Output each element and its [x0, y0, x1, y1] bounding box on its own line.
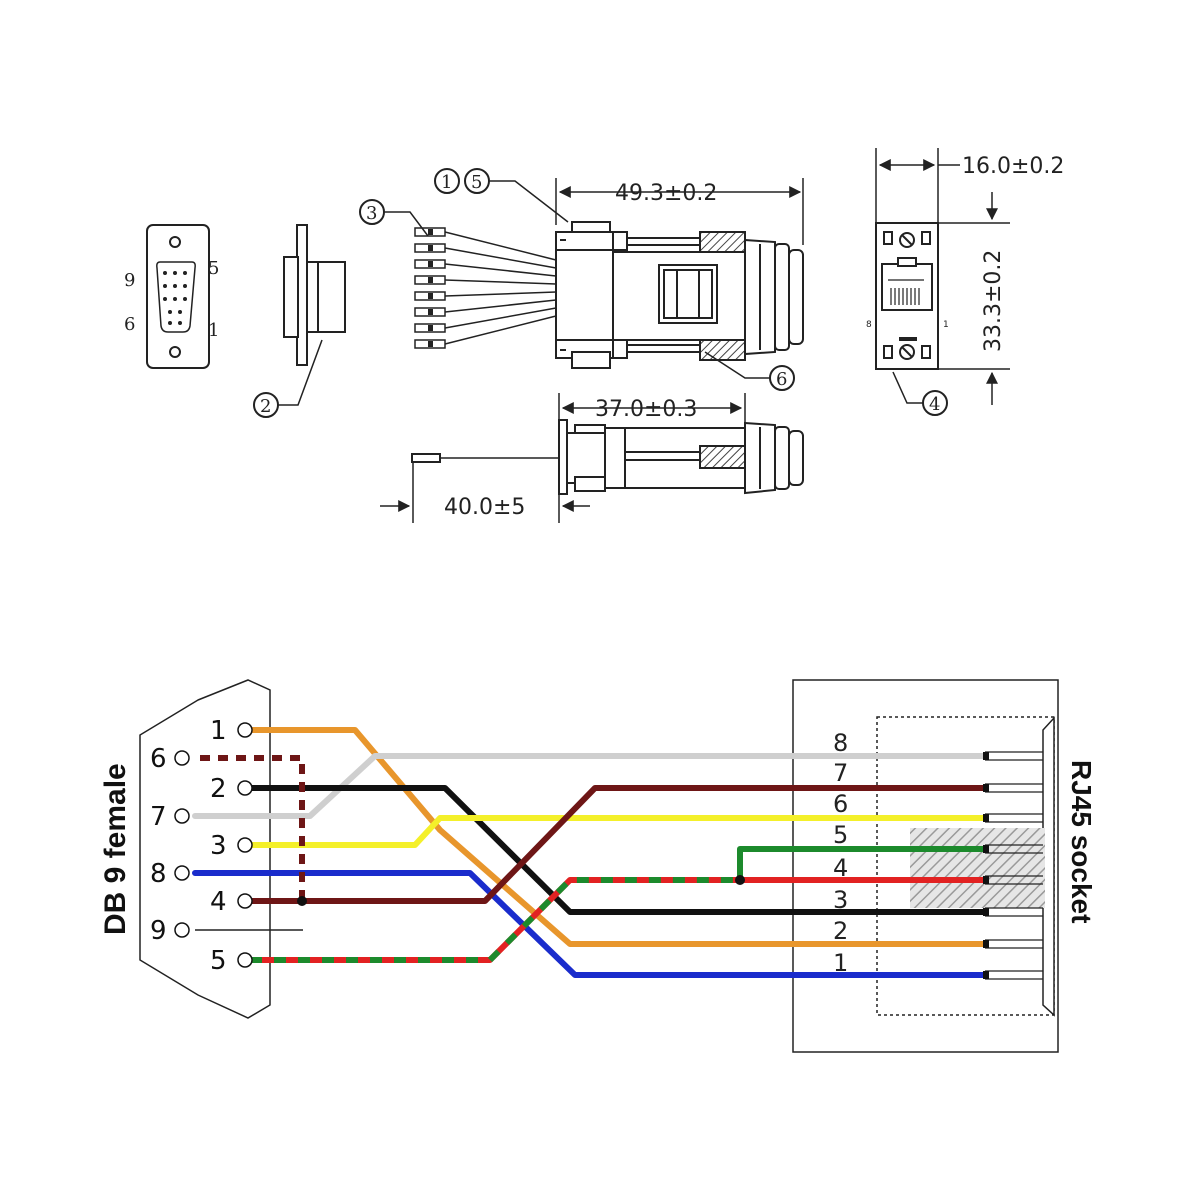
rj45-contact-tip — [983, 752, 989, 760]
adapter-leads — [414, 227, 557, 349]
rj45-pin-label: 2 — [833, 917, 848, 945]
rj45-contact-tip — [983, 908, 989, 916]
wire-pin5-red — [247, 877, 988, 963]
db9-pin-circle — [174, 865, 190, 881]
callout-2: 2 — [260, 396, 271, 417]
db9-pin-label: 3 — [210, 831, 227, 861]
rj45-pin-label: 6 — [833, 790, 848, 818]
db9-pin-circle — [237, 722, 253, 738]
dimension-width-socket: 16.0±0.2 — [962, 154, 1064, 179]
callout-6: 6 — [776, 369, 787, 390]
adapter-side-view — [411, 419, 804, 495]
mechanical-drawing: 9 6 5 1 — [124, 148, 1064, 523]
db9-pin-label: 2 — [210, 774, 227, 804]
db9-pin-circle — [237, 837, 253, 853]
db9-face-label-9: 9 — [124, 270, 135, 291]
db9-face-label-1: 1 — [208, 320, 219, 341]
db9-pin-label: 1 — [210, 716, 227, 746]
wire-pin5-green-stripe — [250, 877, 740, 963]
rj45-contact-tip — [983, 940, 989, 948]
dimension-height-socket: 33.3±0.2 — [981, 250, 1006, 352]
db9-connector-outline — [139, 679, 271, 1019]
db9-pin-label: 8 — [150, 859, 167, 889]
db9-pin-label: 5 — [210, 946, 227, 976]
db9-pin-label: 7 — [150, 802, 167, 832]
db9-pin-circle — [174, 808, 190, 824]
rj45-contact-tip — [983, 814, 989, 822]
rj45-pin-labels: 87 6 5 4 3 2 1 — [833, 729, 848, 977]
rj45-face-view — [875, 222, 939, 370]
wires — [192, 727, 988, 978]
rj45-contact-tip — [983, 971, 989, 979]
rj45-contact-tip — [983, 784, 989, 792]
adapter-top-view — [414, 221, 804, 369]
db9-side-view — [283, 224, 346, 366]
wire-pin3-yellow — [247, 815, 988, 848]
db9-pin-circle — [237, 952, 253, 968]
rj45-contact-tip — [983, 876, 989, 884]
rj45-pin-label: 7 — [833, 759, 848, 787]
callout-1: 1 — [441, 172, 452, 193]
rj45-pin-label: 5 — [833, 821, 848, 849]
db9-face-view — [146, 224, 210, 369]
db9-pin-label: 9 — [150, 916, 167, 946]
callout-3: 3 — [366, 203, 377, 224]
wire-pin2-black — [247, 785, 988, 915]
db9-face-label-5: 5 — [208, 258, 219, 279]
rj45-face-label-8: 8 — [866, 320, 872, 330]
db9-face-label-6: 6 — [124, 314, 135, 335]
db9-pin-circle — [237, 893, 253, 909]
rj45-pin-ends — [983, 751, 1043, 980]
dimension-length-shell: 37.0±0.3 — [595, 397, 697, 422]
rj45-socket-outline — [792, 679, 1059, 1053]
rj45-label: RJ45 socket — [1066, 760, 1097, 923]
rj45-contact-tip — [983, 845, 989, 853]
callout-5: 5 — [471, 172, 482, 193]
db9-pin-label: 6 — [150, 744, 167, 774]
wire-pin1-orange — [247, 727, 988, 947]
db9-pin-circle — [174, 750, 190, 766]
junction-dot — [297, 896, 307, 906]
db9-pins: 1 6 2 7 3 8 4 9 5 — [150, 716, 253, 976]
rj45-pin-label: 4 — [833, 854, 848, 882]
callout-4: 4 — [929, 394, 940, 415]
wire-rj5-green — [737, 846, 988, 883]
db9-label: DB 9 female — [99, 763, 132, 935]
db9-pin-label: 4 — [210, 887, 227, 917]
db9-pin-circle — [174, 922, 190, 938]
rj45-face-label-1: 1 — [943, 320, 949, 330]
rj45-pin-label: 8 — [833, 729, 848, 757]
dimension-lead-length: 40.0±5 — [444, 495, 525, 520]
dimension-length-body: 49.3±0.2 — [615, 181, 717, 206]
wire-pin4-brown — [247, 785, 988, 904]
rj45-pin-label: 1 — [833, 949, 848, 977]
rj45-pin-label: 3 — [833, 886, 848, 914]
db9-face-pins — [163, 271, 187, 325]
db9-pin-circle — [237, 780, 253, 796]
junction-dot — [735, 875, 745, 885]
